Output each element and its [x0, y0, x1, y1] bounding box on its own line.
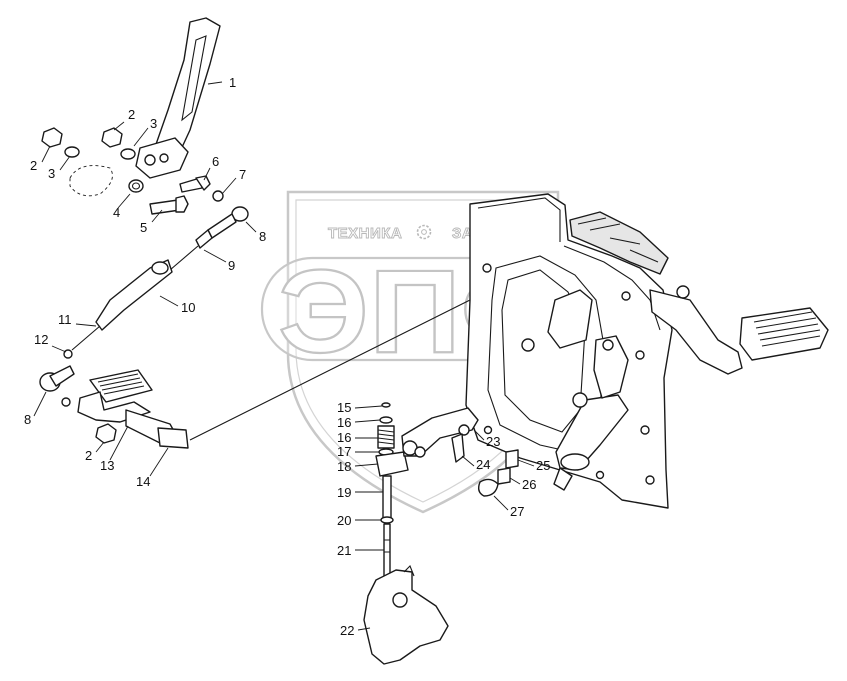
callout-5: 5 [140, 220, 147, 235]
callout-2: 2 [128, 107, 135, 122]
callout-13: 13 [100, 458, 114, 473]
callout-7: 7 [239, 167, 246, 182]
callout-3: 3 [48, 166, 55, 181]
callout-9: 9 [228, 258, 235, 273]
callout-20: 20 [337, 513, 351, 528]
callout-numbers: 1 2 2 2 3 3 4 5 6 7 8 8 9 10 11 12 13 14… [24, 75, 550, 638]
callout-19: 19 [337, 485, 351, 500]
callout-3: 3 [150, 116, 157, 131]
callout-17: 16 [337, 430, 351, 445]
callout-26: 26 [522, 477, 536, 492]
watermark-left-word: ТЕХНИКА [328, 225, 402, 242]
callout-8: 8 [259, 229, 266, 244]
callout-24: 24 [476, 457, 490, 472]
callout-27: 27 [510, 504, 524, 519]
leader-lines [33, 81, 535, 631]
linkage-parts [401, 407, 519, 497]
callout-23: 23 [486, 434, 500, 449]
callout-8: 8 [24, 412, 31, 427]
callout-2: 2 [85, 448, 92, 463]
callout-4: 4 [113, 205, 120, 220]
center-stack [363, 402, 449, 665]
callout-15: 15 [337, 400, 351, 415]
callout-14: 14 [136, 474, 150, 489]
callout-6: 6 [212, 154, 219, 169]
callout-25: 25 [536, 458, 550, 473]
callout-12: 12 [34, 332, 48, 347]
callout-21: 21 [337, 543, 351, 558]
callout-16: 17 [337, 444, 351, 459]
callout-2: 2 [30, 158, 37, 173]
pedal-bracket-assembly [465, 193, 829, 509]
callout-11: 11 [58, 312, 72, 327]
callout-18: 18 [337, 459, 351, 474]
pedal-lever-1 [135, 17, 221, 179]
gear-icon [416, 224, 432, 240]
callout-16: 16 [337, 415, 351, 430]
rod-assembly [39, 206, 471, 449]
small-fasteners [41, 127, 224, 215]
callout-1: 1 [229, 75, 236, 90]
callout-22: 22 [340, 623, 354, 638]
callout-10: 10 [181, 300, 195, 315]
